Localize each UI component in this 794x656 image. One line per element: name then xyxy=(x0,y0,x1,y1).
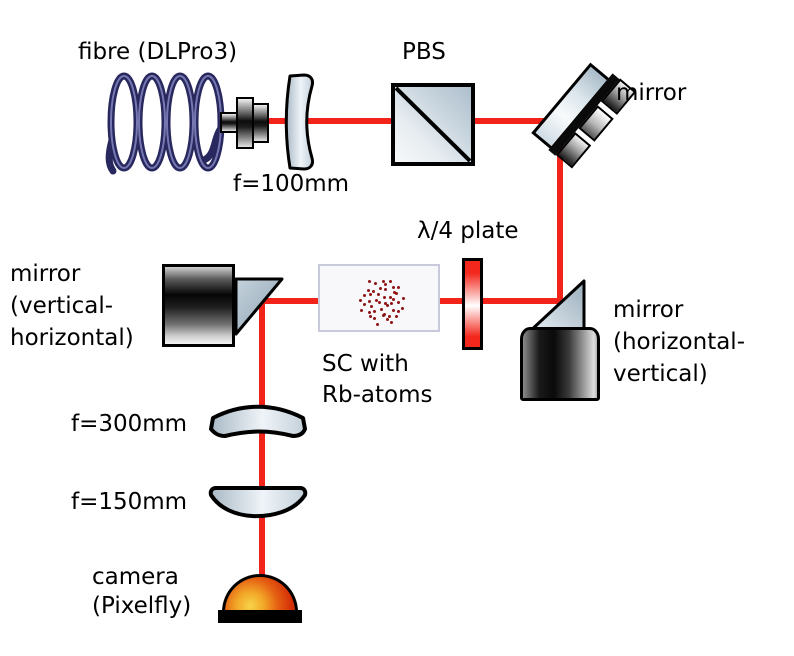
atom-dot xyxy=(384,288,388,292)
lens-f100 xyxy=(284,73,314,171)
mirror-left-label-line1: mirror xyxy=(10,261,81,287)
atom-dot xyxy=(389,320,393,324)
atom-dot xyxy=(379,307,383,311)
atom-dot xyxy=(395,292,399,296)
atom-dot xyxy=(400,307,404,311)
atom-dot xyxy=(363,294,367,298)
lens-f150 xyxy=(208,486,308,519)
camera-label: camera (Pixelfly) xyxy=(92,563,191,621)
atom-dot xyxy=(396,309,400,313)
atom-dot xyxy=(381,279,385,283)
pbs-diagonal xyxy=(395,87,471,162)
atom-dot xyxy=(375,322,379,326)
chamber-label: SC with Rb-atoms xyxy=(322,349,432,411)
atom-dot xyxy=(386,304,390,308)
atom-dot xyxy=(395,314,399,318)
lens-f300-label: f=300mm xyxy=(71,411,188,437)
atom-dot xyxy=(402,297,406,301)
lens-f150-label: f=150mm xyxy=(71,489,188,515)
atom-dot xyxy=(372,317,376,321)
atom-cloud xyxy=(320,266,438,330)
mirror-right-prism xyxy=(526,279,586,335)
atom-dot xyxy=(379,286,383,290)
atom-dot xyxy=(396,285,400,289)
atom-dot xyxy=(369,292,373,296)
atom-dot xyxy=(389,302,393,306)
atom-dot xyxy=(383,301,387,305)
camera-label-line2: (Pixelfly) xyxy=(92,593,192,619)
atom-dot xyxy=(363,303,367,307)
mirror-left-prism xyxy=(234,277,284,336)
mirror-right-mount xyxy=(520,327,600,401)
chamber-label-line1: SC with xyxy=(322,351,409,377)
mirror-right-label: mirror (horizontal- vertical) xyxy=(613,294,745,390)
fibre-coil xyxy=(105,72,242,175)
atom-dot xyxy=(384,282,388,286)
atom-dot xyxy=(368,299,372,303)
pbs-cube xyxy=(391,83,475,166)
atom-dot xyxy=(367,310,371,314)
atom-dot xyxy=(372,289,376,293)
camera-base xyxy=(218,610,302,623)
camera-label-line1: camera xyxy=(92,564,179,590)
fibre-label: fibre (DLPro3) xyxy=(78,39,238,65)
atom-dot xyxy=(388,315,392,319)
mirror-right-label-line1: mirror xyxy=(613,297,684,323)
atom-dot xyxy=(389,295,393,299)
fibre-coupler-nose xyxy=(252,103,269,143)
atom-dot xyxy=(397,300,401,304)
beam-left-vertical xyxy=(259,298,265,578)
atom-dot xyxy=(392,298,396,302)
mirror-left-label-line2: (vertical- xyxy=(10,293,114,319)
atom-dot xyxy=(378,301,382,305)
atom-dot xyxy=(370,305,374,309)
lens-f300 xyxy=(209,404,307,438)
atom-dot xyxy=(381,313,385,317)
atom-dot xyxy=(367,289,371,293)
mirror-left-label-line3: horizontal) xyxy=(10,325,134,351)
mirror-right-label-line2: (horizontal- xyxy=(613,329,745,355)
quarter-wave-plate xyxy=(462,258,483,350)
beam-right-vertical xyxy=(557,118,563,304)
mirror-top-label: mirror xyxy=(616,80,687,106)
atom-dot xyxy=(368,315,372,319)
atom-dot xyxy=(360,308,364,312)
atom-dot xyxy=(359,299,363,303)
atom-dot xyxy=(373,281,377,285)
qwp-label: λ/4 plate xyxy=(417,218,519,244)
mirror-right-label-line3: vertical) xyxy=(613,361,708,387)
mirror-left-label: mirror (vertical- horizontal) xyxy=(10,258,134,354)
mirror-left-mount xyxy=(162,264,235,347)
atom-dot xyxy=(372,309,376,313)
atom-dot xyxy=(392,285,396,289)
pbs-label: PBS xyxy=(402,39,446,65)
atom-dot xyxy=(376,292,380,296)
atom-dot xyxy=(392,309,396,313)
atom-dot xyxy=(367,279,371,283)
atom-dot xyxy=(385,317,389,321)
science-chamber xyxy=(318,264,440,332)
atom-dot xyxy=(375,299,379,303)
chamber-label-line2: Rb-atoms xyxy=(322,382,433,408)
atom-dot xyxy=(388,279,392,283)
atom-dot xyxy=(382,295,386,299)
lens-f100-label: f=100mm xyxy=(233,171,350,197)
atom-dot xyxy=(392,290,396,294)
